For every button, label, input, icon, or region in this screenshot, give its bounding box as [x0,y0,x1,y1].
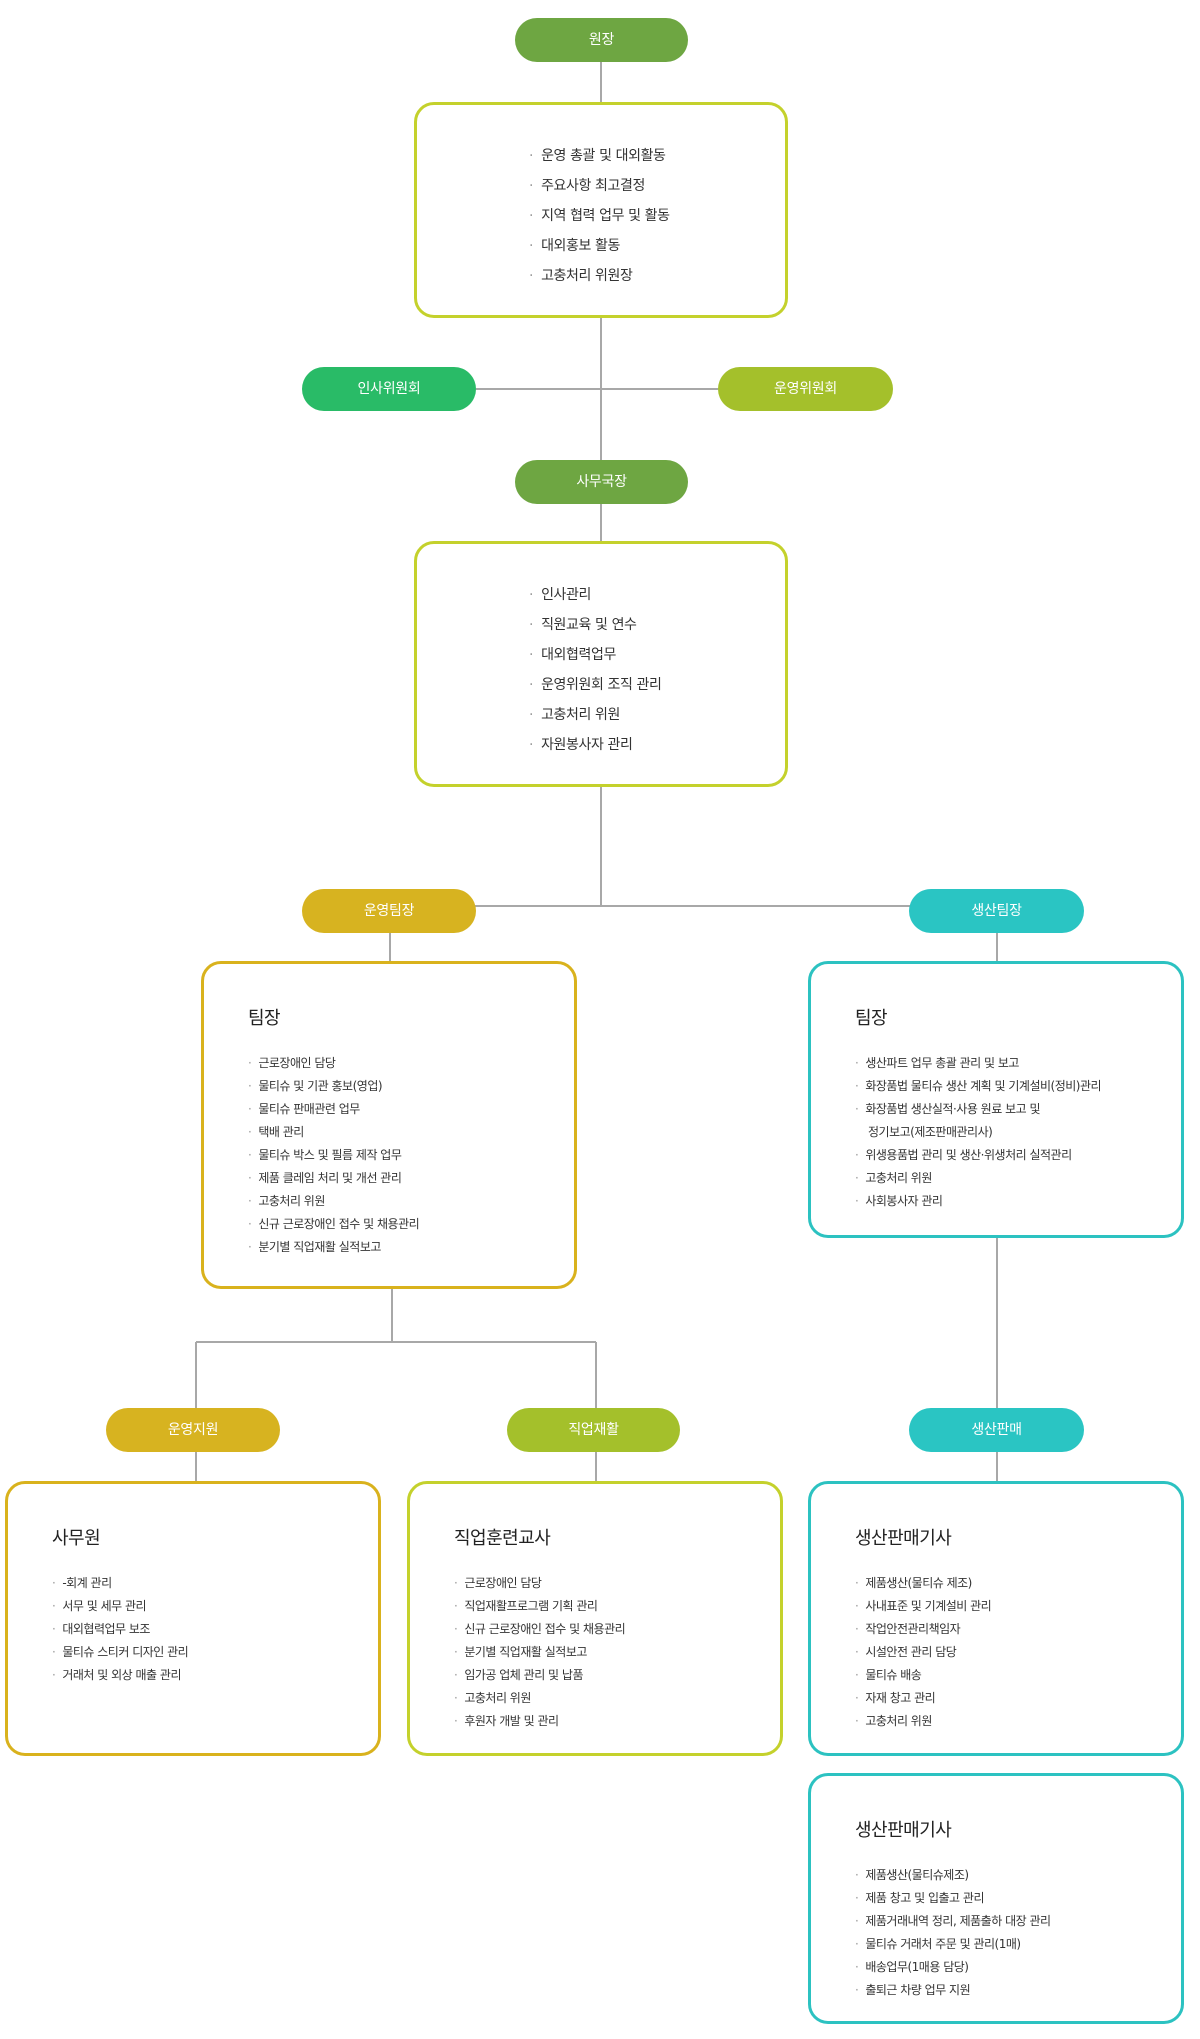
duty-item: 작업안전관리책임자 [855,1618,991,1641]
duty-item: 물티슈 거래처 주문 및 관리(1매) [855,1933,1051,1956]
prod-sales-duty-list-1: 제품생산(물티슈 제조) 사내표준 및 기계설비 관리 작업안전관리책임자 시설… [855,1572,991,1733]
duty-item: 고충처리 위원장 [529,261,670,291]
prod-sales-box-1: 생산판매기사 제품생산(물티슈 제조) 사내표준 및 기계설비 관리 작업안전관… [808,1481,1184,1756]
duty-item: 서무 및 세무 관리 [52,1595,188,1618]
duty-item: 출퇴근 차량 업무 지원 [855,1979,1051,2002]
duty-item: -회계 관리 [52,1572,188,1595]
duty-item: 지역 협력 업무 및 활동 [529,201,670,231]
duty-item: 사회봉사자 관리 [855,1190,1101,1213]
duty-item: 제품거래내역 정리, 제품출하 대장 관리 [855,1910,1051,1933]
duty-item: 고충처리 위원 [855,1167,1101,1190]
ops-team-lead-node: 운영팀장 [302,889,476,933]
duty-item: 인사관리 [529,580,661,610]
duty-item: 거래처 및 외상 매출 관리 [52,1664,188,1687]
prod-sales-box-2: 생산판매기사 제품생산(물티슈제조) 제품 창고 및 입출고 관리 제품거래내역… [808,1773,1184,2024]
duty-item: 제품생산(물티슈 제조) [855,1572,991,1595]
duty-item: 제품 창고 및 입출고 관리 [855,1887,1051,1910]
secretary-duties-box: 인사관리 직원교육 및 연수 대외협력업무 운영위원회 조직 관리 고충처리 위… [414,541,788,787]
duty-item: 분기별 직업재활 실적보고 [248,1236,419,1259]
box-title: 생산판매기사 [855,1820,952,1841]
vocational-rehab-node: 직업재활 [507,1408,680,1452]
duty-item: 생산파트 업무 총괄 관리 및 보고 [855,1052,1101,1075]
duty-item: 물티슈 배송 [855,1664,991,1687]
duty-item: 시설안전 관리 담당 [855,1641,991,1664]
director-node: 원장 [515,18,688,62]
duty-item: 고충처리 위원 [454,1687,625,1710]
duty-item: 근로장애인 담당 [248,1052,419,1075]
director-duty-list: 운영 총괄 및 대외활동 주요사항 최고결정 지역 협력 업무 및 활동 대외홍… [529,141,670,291]
prod-sales-duty-list-2: 제품생산(물티슈제조) 제품 창고 및 입출고 관리 제품거래내역 정리, 제품… [855,1864,1051,2002]
ops-support-box: 사무원 -회계 관리 서무 및 세무 관리 대외협력업무 보조 물티슈 스티커 … [5,1481,381,1756]
duty-item: 제품생산(물티슈제조) [855,1864,1051,1887]
duty-item: 고충처리 위원 [855,1710,991,1733]
duty-item: 대외홍보 활동 [529,231,670,261]
duty-item: 택배 관리 [248,1121,419,1144]
box-title: 팀장 [855,1008,888,1029]
duty-item: 신규 근로장애인 접수 및 채용관리 [454,1618,625,1641]
duty-item: 정기보고(제조판매관리사) [868,1125,993,1139]
duty-item: 물티슈 판매관련 업무 [248,1098,419,1121]
prod-team-lead-node: 생산팀장 [909,889,1084,933]
ops-support-node: 운영지원 [106,1408,280,1452]
prod-team-lead-box: 팀장 생산파트 업무 총괄 관리 및 보고 화장품법 물티슈 생산 계획 및 기… [808,961,1184,1238]
box-title: 사무원 [52,1528,101,1549]
duty-item: 직업재활프로그램 기획 관리 [454,1595,625,1618]
duty-item: 임가공 업체 관리 및 납품 [454,1664,625,1687]
prod-sales-node: 생산판매 [909,1408,1084,1452]
duty-item: 배송업무(1매용 담당) [855,1956,1051,1979]
ops-team-lead-box: 팀장 근로장애인 담당 물티슈 및 기관 홍보(영업) 물티슈 판매관련 업무 … [201,961,577,1289]
prod-lead-duty-list: 생산파트 업무 총괄 관리 및 보고 화장품법 물티슈 생산 계획 및 기계설비… [855,1052,1101,1213]
duty-item: 물티슈 박스 및 필름 제작 업무 [248,1144,419,1167]
duty-item: 화장품법 생산실적·사용 원료 보고 및 [855,1098,1101,1121]
duty-item: 대외협력업무 [529,640,661,670]
duty-item: 위생용품법 관리 및 생산·위생처리 실적관리 [855,1144,1101,1167]
duty-item: 운영 총괄 및 대외활동 [529,141,670,171]
duty-item: 물티슈 스티커 디자인 관리 [52,1641,188,1664]
duty-item: 분기별 직업재활 실적보고 [454,1641,625,1664]
duty-item: 제품 클레임 처리 및 개선 관리 [248,1167,419,1190]
box-title: 팀장 [248,1008,281,1029]
duty-item: 대외협력업무 보조 [52,1618,188,1641]
duty-item: 운영위원회 조직 관리 [529,670,662,700]
personnel-committee-node: 인사위원회 [302,367,476,411]
duty-item: 자재 창고 관리 [855,1687,991,1710]
duty-item: 신규 근로장애인 접수 및 채용관리 [248,1213,419,1236]
box-title: 직업훈련교사 [454,1528,551,1549]
vocational-rehab-box: 직업훈련교사 근로장애인 담당 직업재활프로그램 기획 관리 신규 근로장애인 … [407,1481,783,1756]
duty-item: 직원교육 및 연수 [529,610,661,640]
duty-item: 고충처리 위원 [248,1190,419,1213]
vocational-rehab-duty-list: 근로장애인 담당 직업재활프로그램 기획 관리 신규 근로장애인 접수 및 채용… [454,1572,625,1733]
duty-item: 사내표준 및 기계설비 관리 [855,1595,991,1618]
duty-item: 주요사항 최고결정 [529,171,670,201]
director-duties-box: 운영 총괄 및 대외활동 주요사항 최고결정 지역 협력 업무 및 활동 대외홍… [414,102,788,318]
duty-item: 후원자 개발 및 관리 [454,1710,625,1733]
box-title: 생산판매기사 [855,1528,952,1549]
duty-item: 화장품법 물티슈 생산 계획 및 기계설비(정비)관리 [855,1075,1101,1098]
secretary-general-node: 사무국장 [515,460,688,504]
ops-lead-duty-list: 근로장애인 담당 물티슈 및 기관 홍보(영업) 물티슈 판매관련 업무 택배 … [248,1052,419,1259]
operations-committee-node: 운영위원회 [718,367,893,411]
ops-support-duty-list: -회계 관리 서무 및 세무 관리 대외협력업무 보조 물티슈 스티커 디자인 … [52,1572,188,1687]
duty-item: 자원봉사자 관리 [529,730,661,760]
duty-item: 근로장애인 담당 [454,1572,625,1595]
secretary-duty-list: 인사관리 직원교육 및 연수 대외협력업무 운영위원회 조직 관리 고충처리 위… [529,580,662,760]
duty-item: 고충처리 위원 [529,700,661,730]
duty-item: 물티슈 및 기관 홍보(영업) [248,1075,419,1098]
